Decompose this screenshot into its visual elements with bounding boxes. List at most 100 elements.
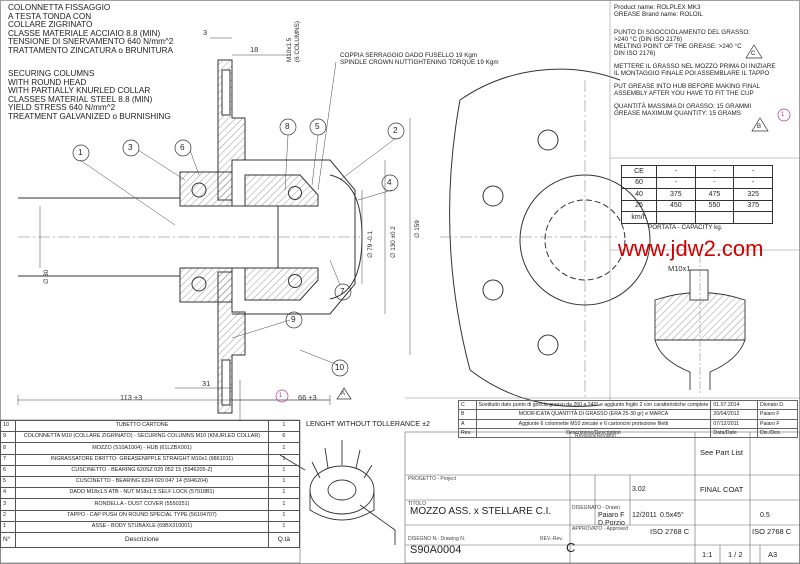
- part-description: COLONNETTA M10 (COLLARE ZIGRINATO) - SEC…: [15, 431, 269, 444]
- capacity-cell: km/h: [621, 211, 657, 224]
- detail-view: [654, 255, 746, 395]
- note-line: WITH ROUND HEAD: [8, 77, 87, 87]
- balloon-4: 4: [387, 178, 392, 187]
- capacity-cell: 60: [621, 176, 657, 189]
- part-number: 6: [0, 464, 17, 477]
- part-number: 5: [0, 475, 17, 489]
- note-line: YIELD STRESS 640 N/mm^2: [8, 103, 116, 113]
- progetto-value: 3.02: [632, 486, 646, 493]
- scale-value: 1:1: [702, 550, 713, 559]
- label-rev: REV.-Rev.: [540, 536, 563, 542]
- capacity-cell: 450: [656, 199, 696, 212]
- rev-marker-c: C: [751, 51, 756, 57]
- revision-cell: Dionato D.: [756, 399, 799, 411]
- balloon-2: 2: [393, 126, 398, 135]
- part-number: 10: [0, 419, 17, 433]
- drip-point-line: >240 °C (DIN ISO 2176): [614, 36, 683, 43]
- drawn-date: 12/2011: [632, 512, 657, 519]
- balloon-1: 1: [78, 148, 83, 157]
- capacity-cell: [733, 211, 773, 224]
- drip-point-line: MELTING POINT OF THE GREASE: >240 °C: [614, 43, 742, 50]
- tolerance-note: LENGHT WITHOUT TOLLERANCE ±2: [306, 419, 431, 428]
- parts-header-row: N° Descrizione Q.tà: [0, 531, 301, 548]
- put-grease-it: IL MONTAGGIO FINALE POI ASSEMBLARE IL TA…: [614, 70, 770, 77]
- label-progetto: PROGETTO - Project: [408, 476, 456, 482]
- capacity-footer: PORTATA - CAPACITY kg.: [648, 224, 723, 231]
- part-number: 3: [0, 498, 17, 511]
- drawing-title: MOZZO ASS. x STELLARE C.I.: [410, 506, 552, 517]
- revision-cell: Rev.: [458, 427, 477, 439]
- balloon-3: 3: [128, 143, 133, 152]
- part-number: 1: [0, 520, 17, 533]
- dim-m10: M10x1.5: [286, 37, 293, 62]
- dim-130: ∅ 130 ±0.2: [390, 226, 397, 258]
- part-number: 9: [0, 431, 17, 444]
- grease-quantity: GREASE MAXIMUM QUANTITY: 15 GRAMS: [614, 110, 742, 117]
- part-quantity: 1: [267, 487, 301, 500]
- balloon-6: 6: [180, 143, 185, 152]
- label-approvato: APPROVATO - Approved: [572, 526, 628, 532]
- part-description: MOZZO (S10A1004) - HUB (61LZBX001): [15, 442, 269, 455]
- balloon-7: 7: [340, 287, 345, 296]
- dim-113: 113 ±3: [120, 393, 143, 402]
- dim-159: ∅ 159: [414, 220, 421, 238]
- part-description: CUSCINETTO - BEARING 6204 020 047 14 (59…: [15, 475, 269, 489]
- capacity-cell: 375: [733, 199, 773, 212]
- parts-header-desc: Descrizione: [15, 531, 269, 548]
- put-grease-it: METTERE IL GRASSO NEL MOZZO PRIMA DI INI…: [614, 63, 776, 70]
- part-description: CUSCINETTO - BEARING 620SZ 025 052 15 (5…: [15, 464, 269, 477]
- part-number: 7: [0, 453, 17, 466]
- capacity-cell: 325: [733, 188, 773, 201]
- rev-marker-b: B: [757, 124, 762, 130]
- part-quantity: 1: [267, 464, 301, 477]
- capacity-cell: -: [733, 165, 773, 178]
- chamfer-value: 0.5x45°: [660, 512, 684, 519]
- drip-point-line: PUNTO DI SGOCCIOLAMENTO DEL GRASSO:: [614, 29, 750, 36]
- revision-cell: 07/12/2011: [710, 418, 758, 429]
- revision-cell: Paiaro F: [756, 418, 799, 429]
- revision-cell: 01.07.2014: [710, 399, 758, 411]
- note-line: A TESTA TONDA CON: [8, 11, 92, 21]
- capacity-cell: -: [656, 165, 696, 178]
- label-disegnato: DISEGNATO - Drawn: [572, 505, 620, 511]
- iso-tolerance-2: ISO 2768 C: [752, 527, 792, 536]
- label-titolo: TITOLO: [408, 501, 426, 507]
- securing-column-notes-it: COLONNETTA FISSAGGIO A TESTA TONDA CON C…: [8, 3, 173, 56]
- part-description: ASSE - BODY STUBAXLE (69BX310001): [15, 520, 269, 533]
- torque-note: COPPIA SERRAGGIO DADO FUSELLO 19 Kgm SPI…: [340, 52, 499, 66]
- drip-point-line: DIN ISO 2176): [614, 50, 656, 57]
- capacity-cell: 550: [694, 199, 735, 212]
- grease-notes: Product name: ROLPLEX MK3 GREASE Brand n…: [614, 4, 776, 117]
- see-part-list: See Part List: [700, 448, 743, 457]
- part-quantity: 1: [267, 509, 301, 522]
- put-grease-en: ASSEMBLY AFTER YOU HAVE TO FIT THE CUP: [614, 90, 754, 97]
- note-line: SECURING COLUMNS: [8, 69, 95, 78]
- note-line: CLASSES MATERIAL STEEL 8.8 (MIN): [8, 94, 153, 104]
- part-quantity: 1: [267, 419, 301, 433]
- part-number: 8: [0, 442, 17, 455]
- revision-cell: Aggiunte 6 colonnette M10 zincate e 6 ca…: [475, 418, 712, 429]
- balloon-10: 10: [335, 363, 345, 372]
- watermark-text: www.jdw2.com: [618, 236, 764, 261]
- balloon-9: 9: [291, 315, 296, 324]
- part-quantity: 1: [267, 498, 301, 511]
- part-quantity: 1: [267, 520, 301, 533]
- revision-cell: MODIFICATA QUANTITÀ DI GRASSO (ERA 25-30…: [475, 409, 712, 420]
- capacity-cell: -: [656, 176, 696, 189]
- hub-section-view: [18, 59, 363, 414]
- part-number: 4: [0, 487, 17, 500]
- capacity-cell: [694, 211, 735, 224]
- table-row: km/h: [621, 211, 773, 224]
- part-quantity: 1: [267, 442, 301, 455]
- revision-cell: Dis./Des.: [756, 427, 799, 439]
- torque-note-en: SPINDLE CROWN NUTTIGHTENING TORQUE 19 Kg…: [340, 59, 499, 66]
- dim-31: 31: [202, 379, 211, 388]
- rev-circle-one: 1: [279, 393, 283, 399]
